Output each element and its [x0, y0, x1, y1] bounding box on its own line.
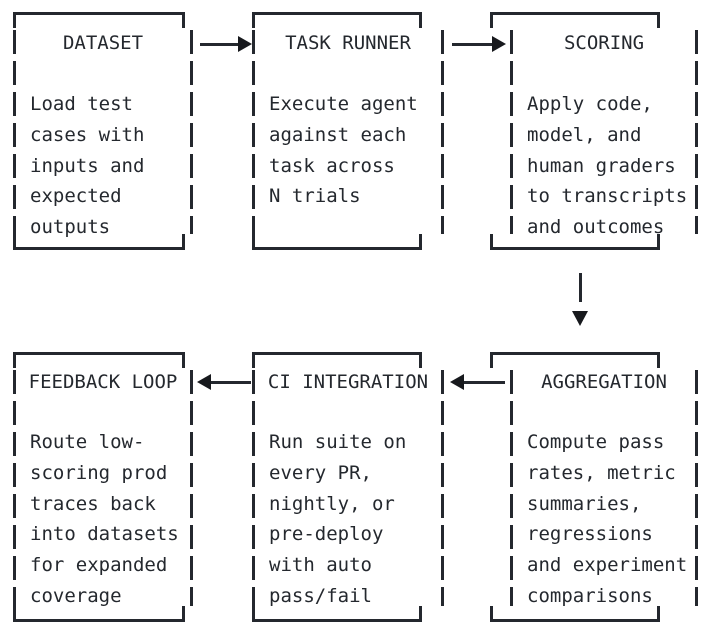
box-aggregation: AGGREGATION Compute pass rates, metric s… — [490, 352, 698, 622]
box-feedback-loop: FEEDBACK LOOP Route low- scoring prod tr… — [13, 352, 193, 622]
arrow-shaft — [578, 273, 582, 302]
box-border-bottom — [490, 606, 660, 622]
box-description-feedback-loop: Route low- scoring prod traces back into… — [30, 431, 179, 607]
arrowhead-down-icon — [572, 311, 588, 326]
box-title-feedback-loop: FEEDBACK LOOP — [28, 371, 178, 393]
box-title-dataset: DATASET — [62, 32, 144, 54]
arrow-right-task-runner-to-scoring-icon — [452, 36, 506, 52]
box-title-aggregation: AGGREGATION — [541, 371, 667, 393]
box-description-dataset: Load test cases with inputs and expected… — [30, 93, 145, 238]
box-border-bottom — [13, 606, 185, 622]
box-border-bottom — [13, 234, 185, 250]
arrow-shaft — [461, 380, 505, 384]
arrowhead-right-icon — [492, 36, 506, 52]
arrow-left-aggregation-to-ci-integration-icon — [450, 374, 505, 390]
box-border-right — [190, 30, 193, 234]
box-border-left — [13, 30, 16, 234]
box-description-ci-integration: Run suite on every PR, nightly, or pre-d… — [269, 431, 407, 607]
arrow-shaft — [452, 42, 495, 46]
box-border-left — [252, 370, 255, 606]
box-border-right — [695, 370, 698, 606]
box-description-scoring: Apply code, model, and human graders to … — [527, 93, 688, 238]
box-border-left — [13, 370, 16, 606]
box-scoring: SCORING Apply code, model, and human gra… — [490, 12, 698, 250]
box-title-task-runner: TASK RUNNER — [285, 32, 411, 54]
box-border-bottom — [490, 234, 660, 250]
box-ci-integration: CI INTEGRATION Run suite on every PR, ni… — [252, 352, 444, 622]
box-description-aggregation: Compute pass rates, metric summaries, re… — [527, 431, 688, 607]
box-border-top — [13, 12, 185, 28]
box-border-bottom — [252, 234, 422, 250]
box-border-right — [190, 370, 193, 606]
box-dataset: DATASET Load test cases with inputs and … — [13, 12, 193, 250]
box-border-right — [695, 30, 698, 234]
box-border-top — [252, 352, 422, 368]
arrow-down-scoring-to-aggregation-icon — [572, 273, 588, 326]
box-border-top — [490, 12, 660, 28]
box-border-right — [441, 30, 444, 234]
arrow-right-dataset-to-task-runner-icon — [200, 36, 252, 52]
box-border-top — [490, 352, 660, 368]
arrowhead-right-icon — [238, 36, 252, 52]
box-border-left — [510, 30, 513, 234]
arrowhead-left-icon — [197, 374, 211, 390]
box-border-right — [441, 370, 444, 606]
box-border-left — [510, 370, 513, 606]
box-border-top — [252, 12, 422, 28]
box-title-scoring: SCORING — [563, 32, 645, 54]
box-description-task-runner: Execute agent against each task across N… — [269, 93, 418, 208]
box-border-top — [13, 352, 185, 368]
arrow-shaft — [200, 42, 241, 46]
box-border-bottom — [252, 606, 422, 622]
arrow-shaft — [208, 380, 251, 384]
box-border-left — [252, 30, 255, 234]
arrow-left-ci-integration-to-feedback-loop-icon — [197, 374, 251, 390]
arrowhead-left-icon — [450, 374, 464, 390]
box-task-runner: TASK RUNNER Execute agent against each t… — [252, 12, 444, 250]
box-title-ci-integration: CI INTEGRATION — [267, 371, 429, 393]
